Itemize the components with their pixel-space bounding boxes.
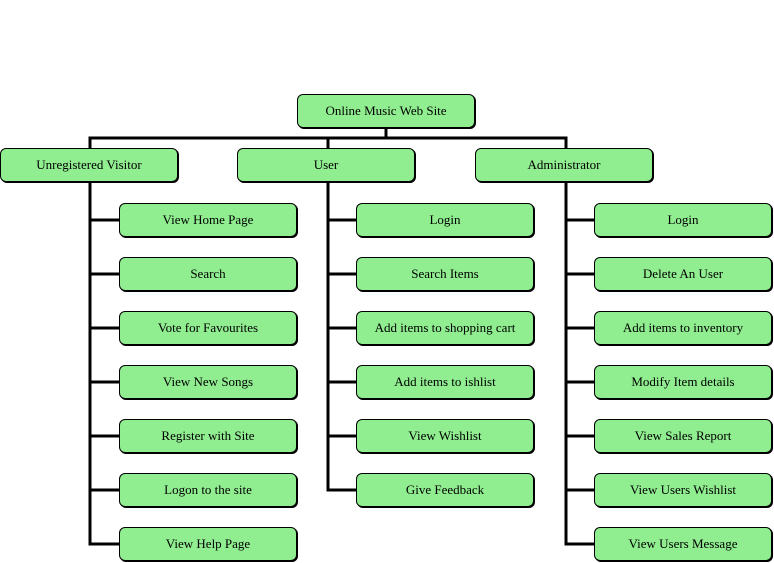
leaf-node-search-items: Search Items	[356, 257, 534, 291]
leaf-node-view-users-wishlist: View Users Wishlist	[594, 473, 772, 507]
leaf-node-view-users-message: View Users Message	[594, 527, 772, 561]
leaf-node-login: Login	[356, 203, 534, 237]
leaf-node-add-items-to-ishlist: Add items to ishlist	[356, 365, 534, 399]
leaf-node-add-items-to-shopping-cart: Add items to shopping cart	[356, 311, 534, 345]
category-node-user: User	[237, 148, 415, 182]
leaf-node-delete-an-user: Delete An User	[594, 257, 772, 291]
leaf-node-logon-to-the-site: Logon to the site	[119, 473, 297, 507]
category-node-administrator: Administrator	[475, 148, 653, 182]
leaf-node-modify-item-details: Modify Item details	[594, 365, 772, 399]
leaf-node-view-new-songs: View New Songs	[119, 365, 297, 399]
leaf-node-register-with-site: Register with Site	[119, 419, 297, 453]
leaf-node-search: Search	[119, 257, 297, 291]
leaf-node-admin-login: Login	[594, 203, 772, 237]
leaf-node-vote-for-favourites: Vote for Favourites	[119, 311, 297, 345]
leaf-node-give-feedback: Give Feedback	[356, 473, 534, 507]
leaf-node-view-wishlist: View Wishlist	[356, 419, 534, 453]
leaf-node-view-home-page: View Home Page	[119, 203, 297, 237]
category-node-unregistered-visitor: Unregistered Visitor	[0, 148, 178, 182]
leaf-node-add-items-to-inventory: Add items to inventory	[594, 311, 772, 345]
leaf-node-view-help-page: View Help Page	[119, 527, 297, 561]
leaf-node-view-sales-report: View Sales Report	[594, 419, 772, 453]
root-node: Online Music Web Site	[297, 94, 475, 128]
